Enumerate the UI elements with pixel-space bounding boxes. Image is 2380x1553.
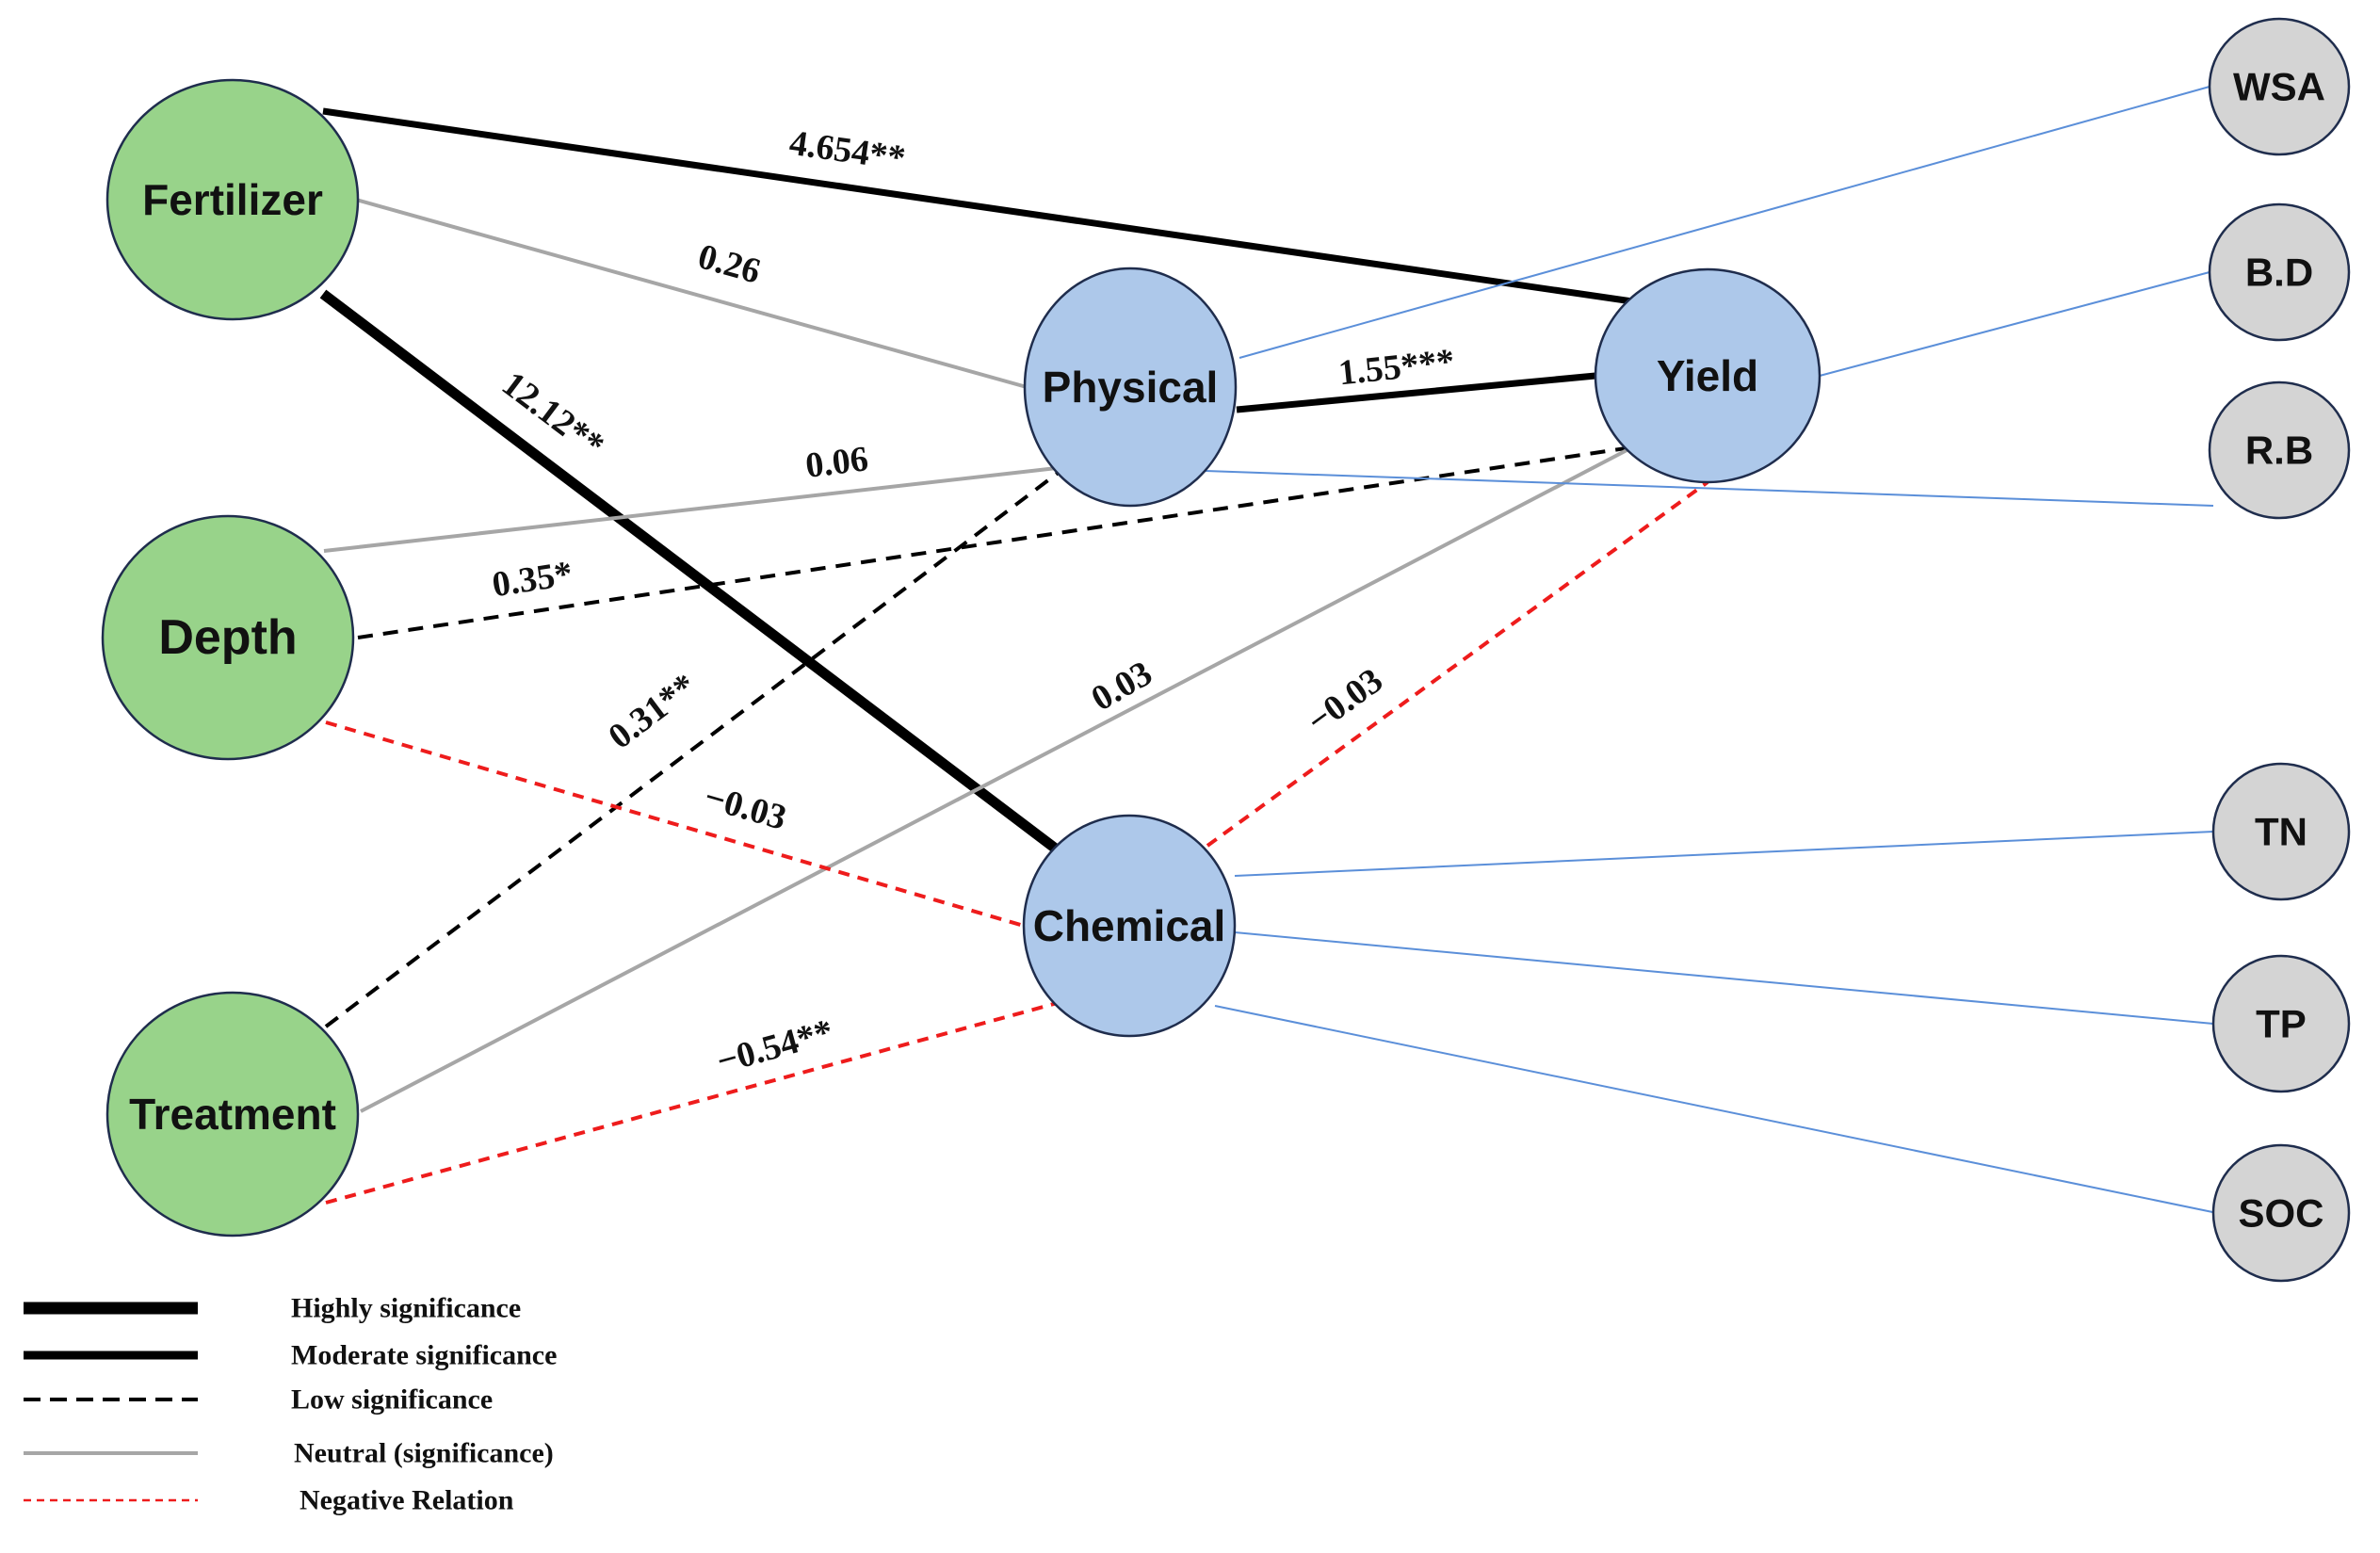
legend-label-moderate: Moderate significance — [291, 1340, 557, 1371]
edge-labels-layer: 4.654** 0.26 12.12** 1.55*** 0.06 0.35* 0.31**… — [490, 123, 1457, 1082]
edge-label-fertilizer-chemical: 12.12** — [494, 364, 611, 465]
node-treatment: Treatment — [105, 991, 360, 1238]
legend-label-high: Highly significance — [291, 1293, 521, 1324]
edge-depth-chemical — [325, 720, 1025, 928]
edge-chemical-soc — [1214, 1005, 2218, 1214]
node-shape-chemical — [1022, 814, 1237, 1038]
edge-label-physical-yield: 1.55*** — [1336, 342, 1456, 394]
edge-label-chemical-yield: −0.03 — [1300, 660, 1390, 741]
node-fertilizer: Fertilizer — [105, 78, 360, 321]
edge-label-treatment-yield: 0.03 — [1085, 654, 1159, 720]
legend-label-negative: Negative Relation — [300, 1485, 514, 1516]
edge-treatment-physical — [324, 466, 1066, 1028]
edge-label-treatment-physical: 0.31** — [601, 666, 704, 756]
node-yield: Yield — [1594, 267, 1821, 484]
node-label-yield: Yield — [1657, 351, 1758, 400]
edge-chemical-tp — [1234, 931, 2214, 1025]
node-label-treatment: Treatment — [129, 1090, 336, 1139]
node-label-tp: TP — [2256, 1002, 2307, 1046]
node-shape-soc — [2211, 1143, 2351, 1283]
node-tn: TN — [2211, 762, 2351, 901]
node-tp: TP — [2211, 954, 2351, 1093]
node-label-chemical: Chemical — [1033, 901, 1226, 950]
node-shape-treatment — [105, 991, 360, 1238]
edge-physical-wsa — [1239, 86, 2210, 359]
edge-physical-rb — [1205, 470, 2214, 507]
node-depth: Depth — [101, 514, 355, 761]
edge-label-depth-chemical: −0.03 — [700, 777, 790, 838]
node-shape-depth — [101, 514, 355, 761]
edge-chemical-yield — [1206, 480, 1709, 848]
edge-label-depth-yield: 0.35* — [490, 554, 575, 605]
node-shape-yield — [1594, 267, 1821, 484]
legend-item-moderate: Moderate significance — [24, 1340, 557, 1371]
edge-physical-yield — [1236, 372, 1596, 413]
node-label-rb: R.B — [2245, 429, 2313, 473]
node-label-fertilizer: Fertilizer — [142, 175, 323, 224]
edge-depth-physical — [323, 466, 1058, 553]
edge-fertilizer-chemical — [319, 289, 1060, 854]
edge-fertilizer-physical — [355, 198, 1028, 389]
node-bd: B.D — [2208, 202, 2351, 342]
legend-label-neutral: Neutral (significance) — [294, 1438, 554, 1469]
edge-yield-bd — [1819, 271, 2210, 377]
edge-treatment-yield — [360, 445, 1633, 1113]
node-shape-fertilizer — [105, 78, 360, 321]
edge-label-depth-physical: 0.06 — [803, 439, 870, 486]
legend-item-high: Highly significance — [24, 1293, 521, 1324]
edge-label-fertilizer-yield: 4.654** — [787, 123, 908, 179]
legend-item-neutral: Neutral (significance) — [24, 1438, 554, 1469]
node-shape-wsa — [2208, 17, 2351, 156]
node-rb: R.B — [2208, 380, 2351, 520]
node-shape-tp — [2211, 954, 2351, 1093]
node-label-bd: B.D — [2245, 251, 2313, 295]
node-soc: SOC — [2211, 1143, 2351, 1283]
edge-treatment-chemical — [325, 999, 1065, 1205]
node-shape-bd — [2208, 202, 2351, 342]
edge-chemical-tn — [1234, 831, 2214, 877]
node-wsa: WSA — [2208, 17, 2351, 156]
node-shape-physical — [1023, 267, 1238, 508]
node-chemical: Chemical — [1022, 814, 1237, 1038]
node-label-wsa: WSA — [2233, 65, 2325, 109]
node-label-tn: TN — [2255, 810, 2307, 854]
node-shape-tn — [2211, 762, 2351, 901]
edge-label-treatment-chemical: −0.54** — [712, 1011, 837, 1081]
edges-layer — [319, 86, 2218, 1214]
node-label-physical: Physical — [1043, 363, 1219, 412]
legend-item-negative: Negative Relation — [24, 1485, 514, 1516]
legend-label-low: Low significance — [291, 1384, 493, 1415]
node-label-soc: SOC — [2238, 1191, 2323, 1236]
edge-fertilizer-yield — [322, 107, 1633, 305]
node-physical: Physical — [1023, 267, 1238, 508]
legend-item-low: Low significance — [24, 1384, 493, 1415]
node-label-depth: Depth — [158, 610, 297, 665]
edge-label-fertilizer-physical: 0.26 — [694, 236, 765, 291]
node-shape-rb — [2208, 380, 2351, 520]
